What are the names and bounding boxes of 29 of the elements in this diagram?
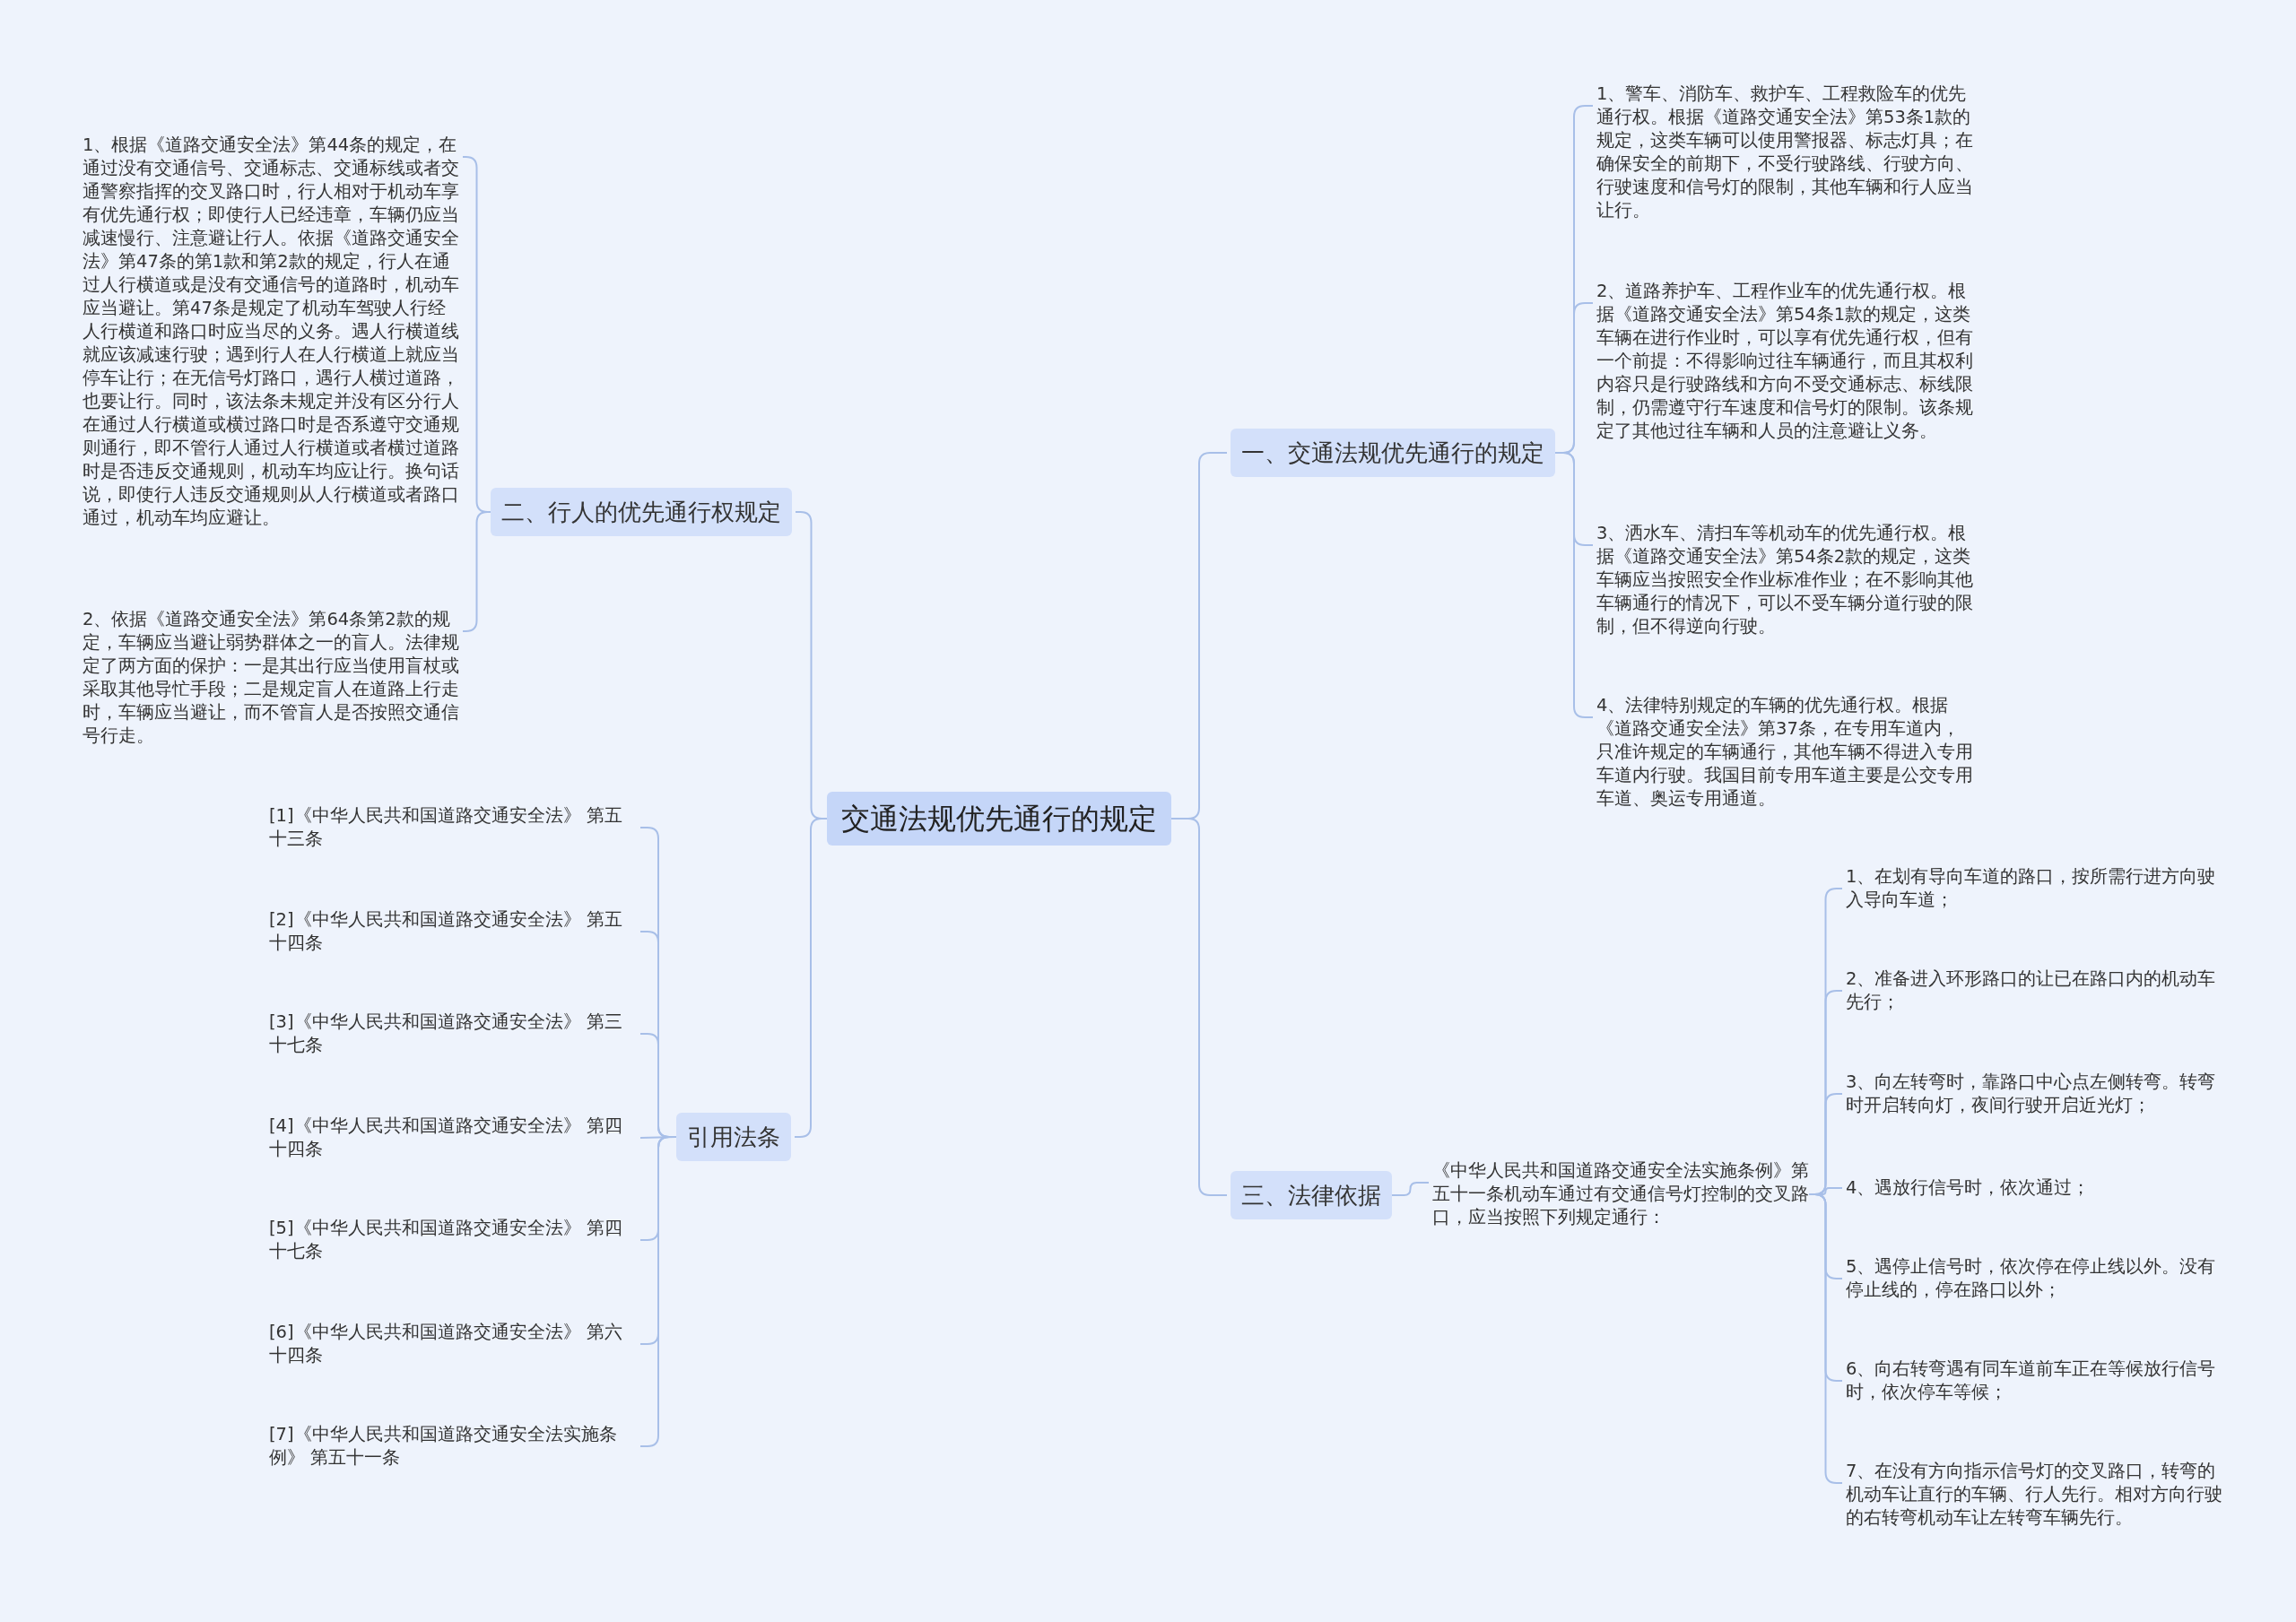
note-text: [3]《中华人民共和国道路交通安全法》 第三十七条 <box>269 1010 637 1057</box>
central-topic: 交通法规优先通行的规定 <box>827 792 1171 846</box>
note-text: 4、遇放行信号时，依次通过； <box>1846 1176 2222 1200</box>
note-text: 1、在划有导向车道的路口，按所需行进方向驶入导向车道； <box>1846 865 2222 912</box>
note-text: [6]《中华人民共和国道路交通安全法》 第六十四条 <box>269 1321 637 1367</box>
branch-topic: 一、交通法规优先通行的规定 <box>1231 429 1555 477</box>
branch-topic: 二、行人的优先通行权规定 <box>491 488 792 536</box>
note-text: [4]《中华人民共和国道路交通安全法》 第四十四条 <box>269 1115 637 1161</box>
note-text: [1]《中华人民共和国道路交通安全法》 第五十三条 <box>269 804 637 851</box>
note-text: 4、法律特别规定的车辆的优先通行权。根据《道路交通安全法》第37条，在专用车道内，只准许规定的车辆通行，其他车辆不得进入专用车道内行驶。我国目前专用车道主要是公交专用车道、奥运专用通道。 <box>1596 694 1973 811</box>
branch-topic: 三、法律依据 <box>1231 1171 1392 1219</box>
note-text: [5]《中华人民共和国道路交通安全法》 第四十七条 <box>269 1217 637 1263</box>
note-text: 《中华人民共和国道路交通安全法实施条例》第五十一条机动车通过有交通信号灯控制的交叉路口，应当按照下列规定通行： <box>1432 1159 1809 1229</box>
note-text: 1、根据《道路交通安全法》第44条的规定，在通过没有交通信号、交通标志、交通标线或者交通警察指挥的交叉路口时，行人相对于机动车享有优先通行权；即使行人已经违章，车辆仍应当减速慢行、注意避让行人。依据《道路交通安全法》第47条的第1款和第2款的规定，行人在通过人行横道或是没有交通信号的道路时，机动车应当避让。第47条是规定了机动车驾驶人行经人行横道和路口时应当尽的义务。遇人行横道线就应该减速行驶；遇到行人在人行横道上就应当停车让行；在无信号灯路口，遇行人横过道路，也要让行。同时，该法条未规定并没有区分行人在通过人行横道或横过路口时是否系遵守交通规则通行，即不管行人通过人行横道或者横过道路时是否违反交通规则，机动车均应让行。换句话说，即使行人违反交通规则从人行横道或者路口通过，机动车均应避让。 <box>83 134 459 530</box>
note-text: 2、道路养护车、工程作业车的优先通行权。根据《道路交通安全法》第54条1款的规定，这类车辆在进行作业时，可以享有优先通行权，但有一个前提：不得影响过往车辆通行，而且其权利内容只是行驶路线和方向不受交通标志、标线限制，仍需遵守行车速度和信号灯的限制。该条规定了其他过往车辆和人员的注意避让义务。 <box>1596 280 1973 443</box>
note-text: 7、在没有方向指示信号灯的交叉路口，转弯的机动车让直行的车辆、行人先行。相对方向行驶的右转弯机动车让左转弯车辆先行。 <box>1846 1460 2222 1530</box>
note-text: 1、警车、消防车、救护车、工程救险车的优先通行权。根据《道路交通安全法》第53条1款的规定，这类车辆可以使用警报器、标志灯具；在确保安全的前期下，不受行驶路线、行驶方向、行驶速度和信号灯的限制，其他车辆和行人应当让行。 <box>1596 82 1973 222</box>
note-text: [2]《中华人民共和国道路交通安全法》 第五十四条 <box>269 908 637 955</box>
branch-topic: 引用法条 <box>676 1113 791 1161</box>
connector-line <box>639 1136 677 1447</box>
note-text: 3、洒水车、清扫车等机动车的优先通行权。根据《道路交通安全法》第54条2款的规定，这类车辆应当按照安全作业标准作业；在不影响其他车辆通行的情况下，可以不受车辆分道行驶的限制，但不得逆向行驶。 <box>1596 522 1973 638</box>
connector-line <box>1554 452 1594 718</box>
note-text: 2、依据《道路交通安全法》第64条第2款的规定，车辆应当避让弱势群体之一的盲人。法律规定了两方面的保护：一是其出行应当使用盲杖或采取其他导忙手段；二是规定盲人在道路上行走时，车辆应当避让，而不管盲人是否按照交通信号行走。 <box>83 608 459 748</box>
note-text: [7]《中华人民共和国道路交通安全法实施条例》 第五十一条 <box>269 1423 637 1470</box>
note-text: 6、向右转弯遇有同车道前车正在等候放行信号时，依次停车等候； <box>1846 1357 2222 1404</box>
note-text: 2、准备进入环形路口的让已在路口内的机动车先行； <box>1846 967 2222 1014</box>
note-text: 3、向左转弯时，靠路口中心点左侧转弯。转弯时开启转向灯，夜间行驶开启近光灯； <box>1846 1071 2222 1117</box>
note-text: 5、遇停止信号时，依次停在停止线以外。没有停止线的，停在路口以外； <box>1846 1255 2222 1302</box>
connector-line <box>1391 1182 1430 1196</box>
